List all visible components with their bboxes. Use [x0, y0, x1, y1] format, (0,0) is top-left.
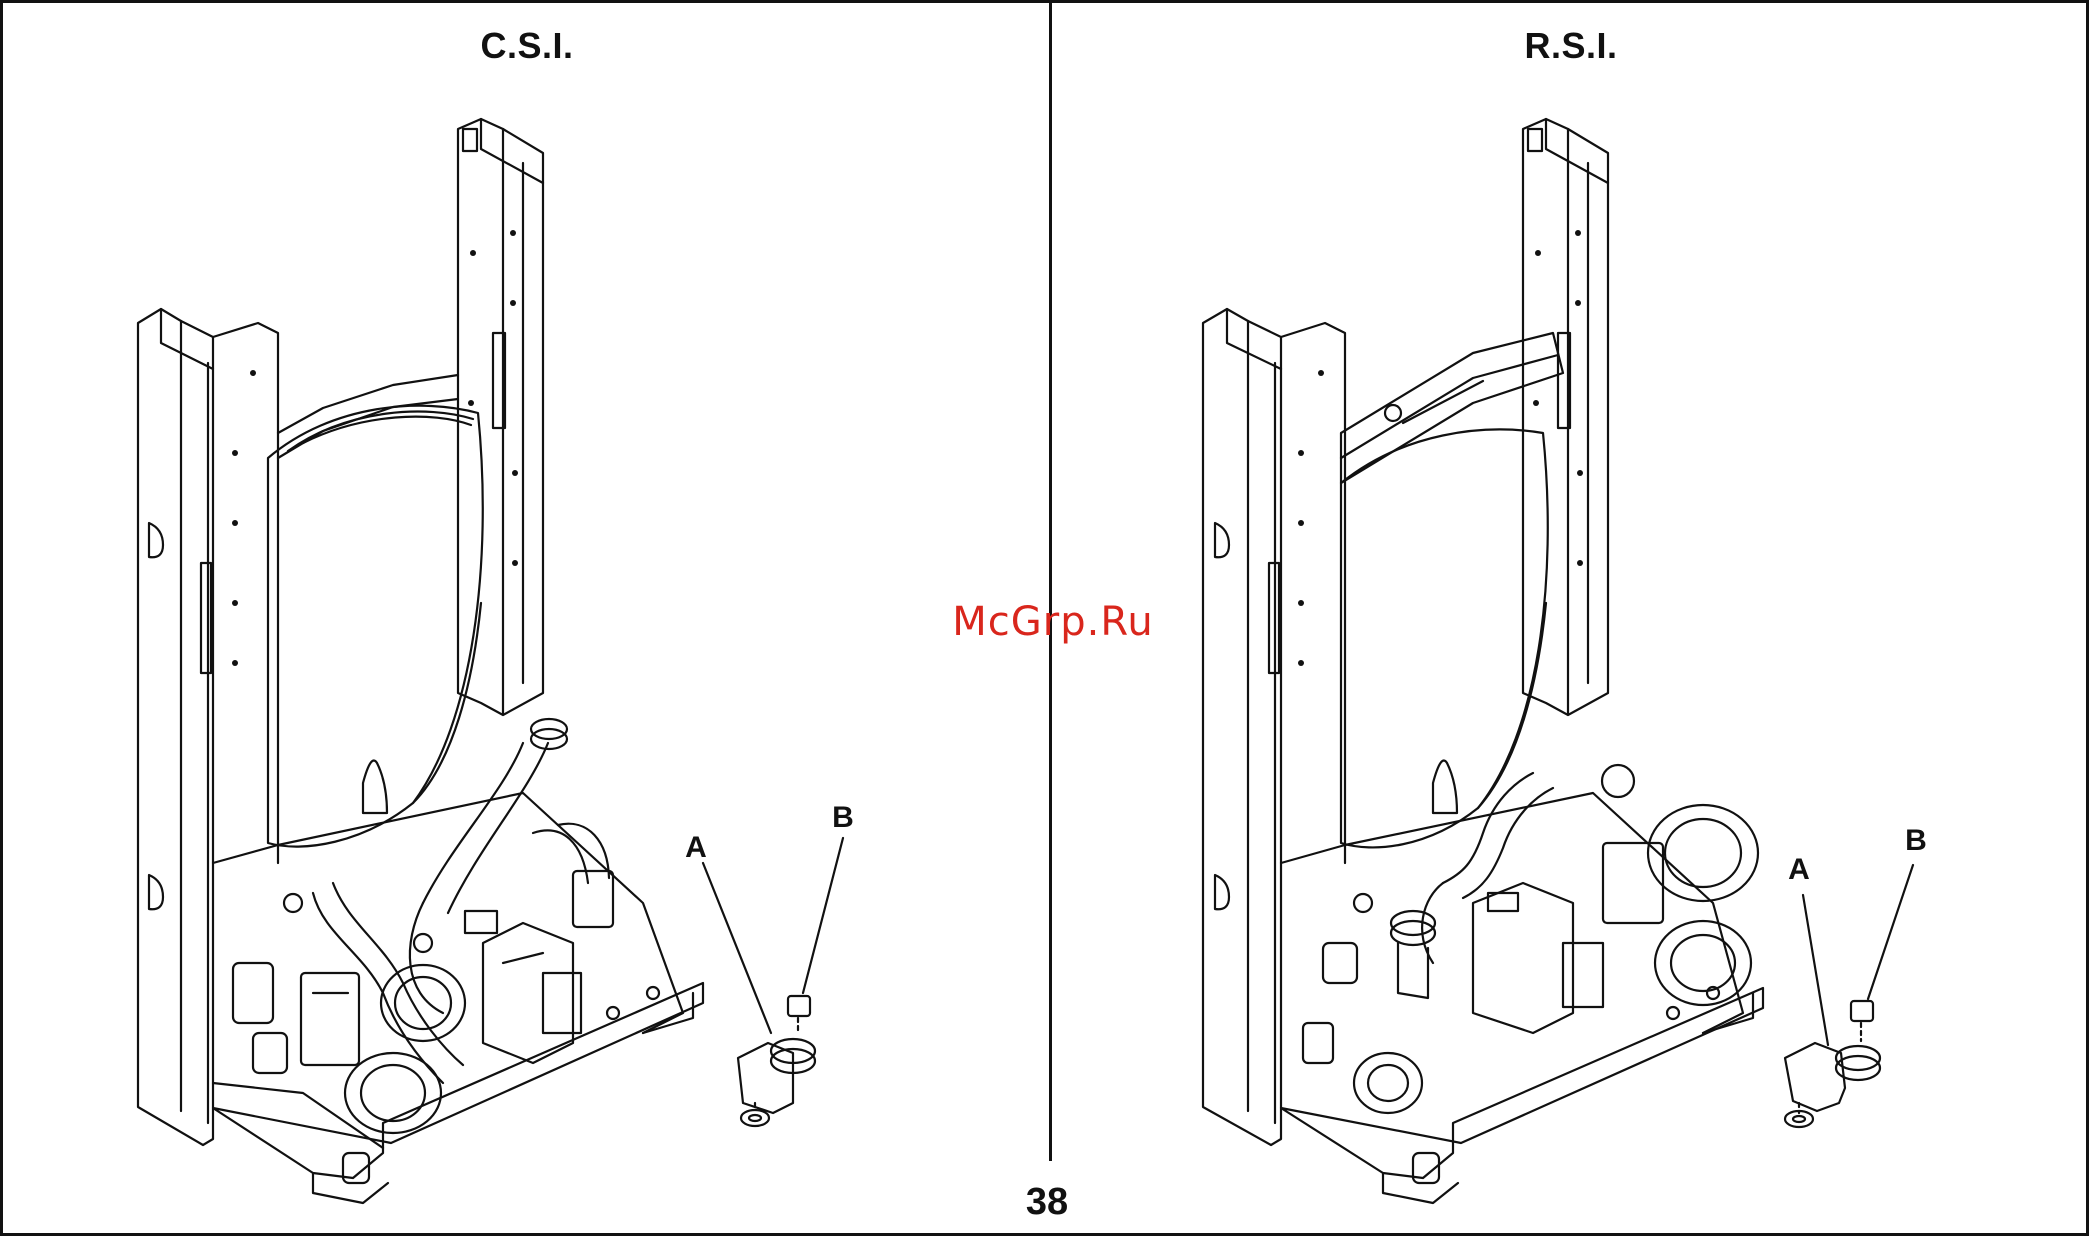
page-number: 38	[1026, 1181, 1068, 1224]
panel-divider	[1049, 3, 1052, 1161]
rsi-callout-a: A	[1788, 853, 1810, 887]
watermark: McGrp.Ru	[952, 599, 1153, 645]
panel-title-rsi: R.S.I.	[1524, 25, 1617, 67]
rsi-boiler-frame	[1203, 119, 1763, 1203]
rsi-exploded-fitting	[1785, 865, 1913, 1127]
rsi-callout-b: B	[1905, 824, 1927, 858]
csi-callout-a: A	[685, 831, 707, 865]
csi-exploded-fitting	[703, 838, 843, 1126]
csi-callout-b: B	[832, 801, 854, 835]
csi-boiler-frame	[138, 119, 703, 1203]
panel-title-csi: C.S.I.	[480, 25, 573, 67]
